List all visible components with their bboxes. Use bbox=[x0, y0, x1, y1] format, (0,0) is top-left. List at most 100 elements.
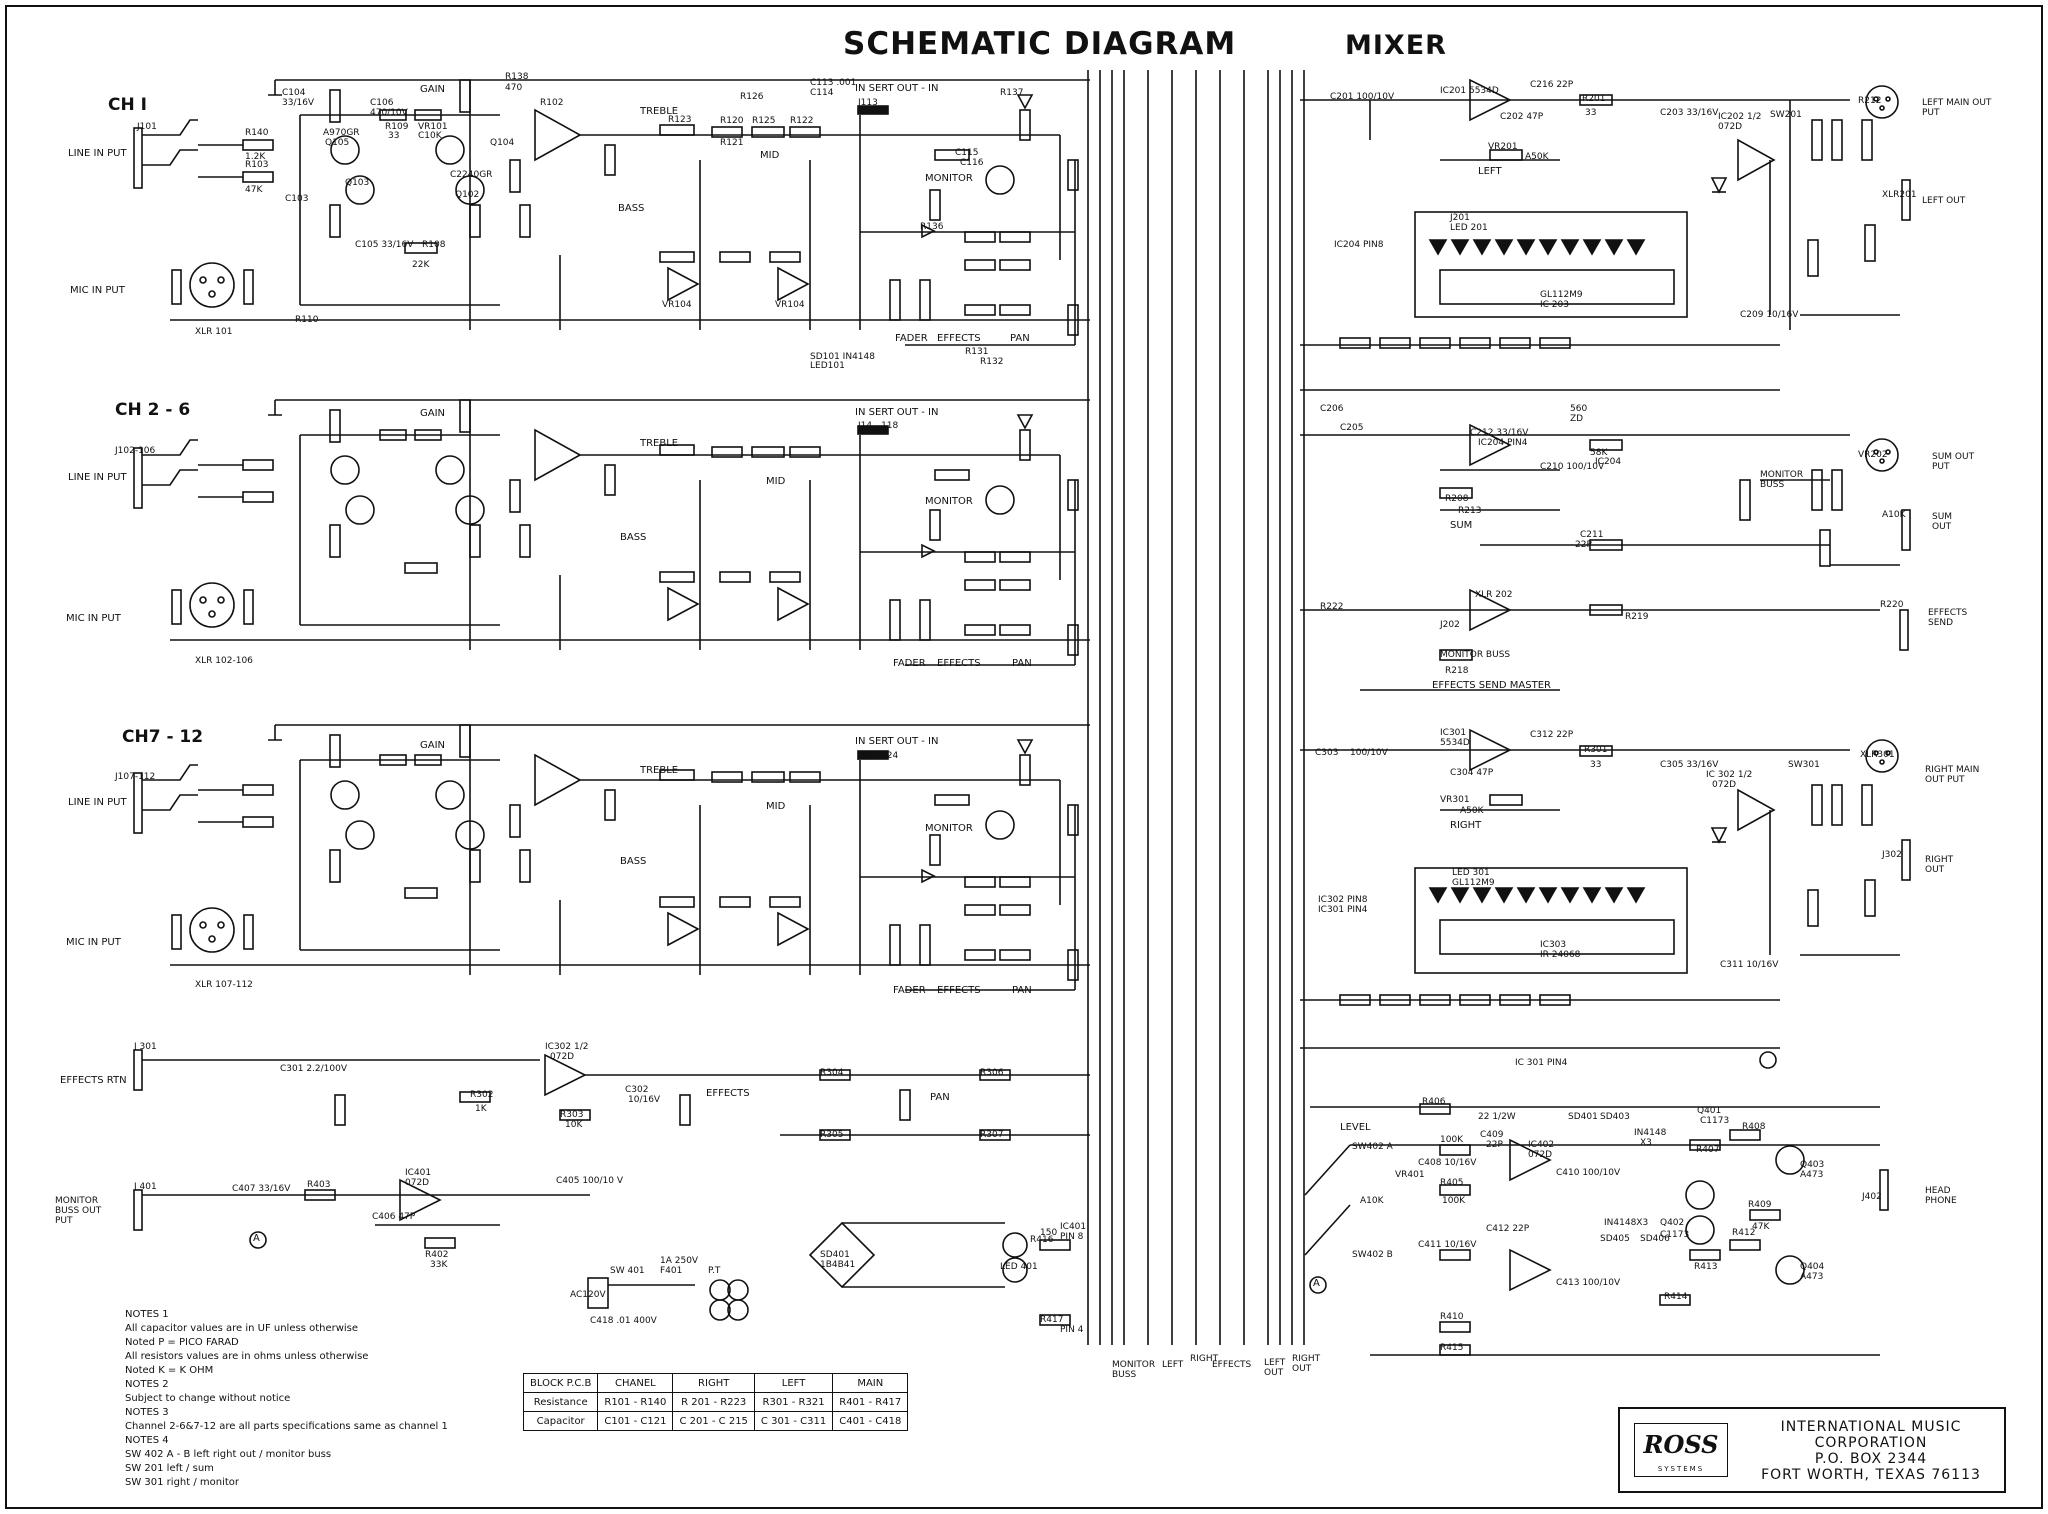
channel-1-fader: FADER bbox=[895, 333, 928, 344]
part-label: R109 bbox=[385, 122, 409, 132]
part-label: R136 bbox=[920, 222, 944, 232]
part-label: 1.2K bbox=[245, 152, 266, 162]
part-label: R412 bbox=[1732, 1228, 1756, 1238]
part-label: 33 bbox=[1590, 760, 1602, 770]
note-line: SW 301 right / monitor bbox=[125, 1477, 240, 1488]
part-label: Q403 bbox=[1800, 1160, 1825, 1170]
part-label: R208 bbox=[1445, 494, 1469, 504]
part-label: SD403 bbox=[1600, 1112, 1630, 1122]
part-label: PIN 4 bbox=[1060, 1325, 1084, 1335]
part-label: C201 100/10V bbox=[1330, 92, 1395, 102]
note-line: NOTES 3 bbox=[125, 1407, 169, 1418]
channel-1-mic-in: MIC IN PUT bbox=[70, 285, 125, 296]
part-label: C10K bbox=[418, 131, 442, 141]
output-left-main: LEFT MAIN OUT PUT bbox=[1922, 98, 1992, 118]
channel-7-12-effects: EFFECTS bbox=[937, 985, 981, 996]
table-header-row: BLOCK P.C.B CHANEL RIGHT LEFT MAIN bbox=[522, 1373, 909, 1393]
part-label: PIN 8 bbox=[1060, 1232, 1084, 1242]
channel-7-12-monitor: MONITOR bbox=[925, 823, 973, 834]
part-label: Q104 bbox=[490, 138, 515, 148]
part-label: AC120V bbox=[570, 1290, 606, 1300]
part-label: IN4148 bbox=[1634, 1128, 1667, 1138]
table-header: CHANEL bbox=[597, 1373, 674, 1393]
part-label: 10K bbox=[565, 1120, 583, 1130]
output-headphone: HEAD PHONE bbox=[1925, 1186, 1957, 1206]
part-label: R220 bbox=[1880, 600, 1904, 610]
part-label: IC301 bbox=[1440, 728, 1467, 738]
part-label: SD401 bbox=[820, 1250, 850, 1260]
part-label: IC302 PIN8 bbox=[1318, 895, 1368, 905]
part-label: 5534D bbox=[1440, 738, 1470, 748]
part-label: C304 47P bbox=[1450, 768, 1494, 778]
part-label: 58K bbox=[1590, 448, 1608, 458]
table-row: Capacitor C101 - C121 C 201 - C 215 C 30… bbox=[522, 1411, 909, 1431]
channel-2-6-bass: BASS bbox=[620, 532, 647, 543]
part-label: C301 2.2/100V bbox=[280, 1064, 348, 1074]
channel-2-6-title: CH 2 - 6 bbox=[115, 400, 191, 420]
part-label: P.T bbox=[708, 1266, 721, 1276]
channel-1-pan: PAN bbox=[1010, 333, 1030, 344]
part-label: J 301 bbox=[134, 1042, 157, 1052]
channel-1-monitor: MONITOR bbox=[925, 173, 973, 184]
channel-2-6-insert: IN SERT OUT - IN bbox=[855, 407, 939, 418]
channel-1-line-in: LINE IN PUT bbox=[68, 148, 127, 159]
effects-label: EFFECTS bbox=[706, 1088, 750, 1099]
part-label: J 401 bbox=[134, 1182, 157, 1192]
part-label: C311 10/16V bbox=[1720, 960, 1779, 970]
output-sum: SUM OUT PUT bbox=[1932, 452, 1975, 472]
channel-7-12-fader: FADER bbox=[893, 985, 926, 996]
part-label: 100K bbox=[1440, 1135, 1464, 1145]
part-label: R306 bbox=[980, 1068, 1004, 1078]
part-label: 072D bbox=[1712, 780, 1737, 790]
table-cell: Resistance bbox=[522, 1392, 599, 1412]
channel-1-insert: IN SERT OUT - IN bbox=[855, 83, 939, 94]
part-label: C406 47P bbox=[372, 1212, 416, 1222]
part-label: 22 1/2W bbox=[1478, 1112, 1516, 1122]
part-label: GL112M9 bbox=[1452, 878, 1495, 888]
channel-1-xlr: XLR 101 bbox=[195, 327, 233, 337]
diagram-subtitle: MIXER bbox=[1345, 30, 1447, 61]
part-label: LED 401 bbox=[1000, 1262, 1038, 1272]
table-cell: Capacitor bbox=[522, 1411, 599, 1431]
part-label: VR301 bbox=[1440, 795, 1470, 805]
note-line: SW 201 left / sum bbox=[125, 1463, 214, 1474]
part-label: C412 22P bbox=[1486, 1224, 1530, 1234]
sum-section-label: SUM bbox=[1450, 520, 1473, 531]
company-line: CORPORATION bbox=[1814, 1435, 1928, 1451]
part-label: IC202 1/2 bbox=[1718, 112, 1762, 122]
part-label: 47K bbox=[245, 185, 263, 195]
note-line: SW 402 A - B left right out / monitor bu… bbox=[125, 1449, 332, 1460]
output-right-main: RIGHT MAIN OUT PUT bbox=[1925, 765, 1980, 785]
table-cell: R401 - R417 bbox=[832, 1392, 909, 1412]
part-label: IC303 bbox=[1540, 940, 1567, 950]
channel-2-6-line-in: LINE IN PUT bbox=[68, 472, 127, 483]
channel-1-insert-jack: J113 bbox=[858, 98, 878, 108]
part-label: VR104 bbox=[662, 300, 692, 310]
part-label: C410 100/10V bbox=[1556, 1168, 1621, 1178]
part-label: SD101 IN4148 bbox=[810, 352, 875, 362]
part-label: F401 bbox=[660, 1266, 683, 1276]
note-line: All capacitor values are in UF unless ot… bbox=[125, 1323, 359, 1334]
logo-text: ROSS bbox=[1643, 1430, 1719, 1459]
channel-1-line-jack: J101 bbox=[137, 122, 157, 132]
company-title-block: ROSS SYSTEMS INTERNATIONAL MUSIC CORPORA… bbox=[1618, 1407, 2006, 1493]
part-label: 22P bbox=[1486, 1140, 1503, 1150]
left-section-label: LEFT bbox=[1478, 166, 1502, 177]
table-cell: C 201 - C 215 bbox=[672, 1411, 755, 1431]
channel-2-6-line-jack: J102-106 bbox=[115, 446, 156, 456]
part-label: IC 302 1/2 bbox=[1706, 770, 1753, 780]
part-label: C115 bbox=[955, 148, 979, 158]
bus-label-monitor-buss: MONITOR BUSS bbox=[1112, 1360, 1156, 1380]
part-label: R219 bbox=[1625, 612, 1649, 622]
part-label: R417 bbox=[1040, 1315, 1064, 1325]
channel-2-6-mid: MID bbox=[766, 476, 786, 487]
pan-label: PAN bbox=[930, 1092, 950, 1103]
effects-rtn-label: EFFECTS RTN bbox=[60, 1075, 127, 1086]
part-label: SW 401 bbox=[610, 1266, 645, 1276]
note-line: NOTES 2 bbox=[125, 1379, 169, 1390]
part-label: IC301 PIN4 bbox=[1318, 905, 1368, 915]
table-cell: C401 - C418 bbox=[832, 1411, 909, 1431]
channel-2-6-xlr: XLR 102-106 bbox=[195, 656, 253, 666]
table-header: LEFT bbox=[753, 1373, 834, 1393]
part-label: IC401 bbox=[405, 1168, 432, 1178]
